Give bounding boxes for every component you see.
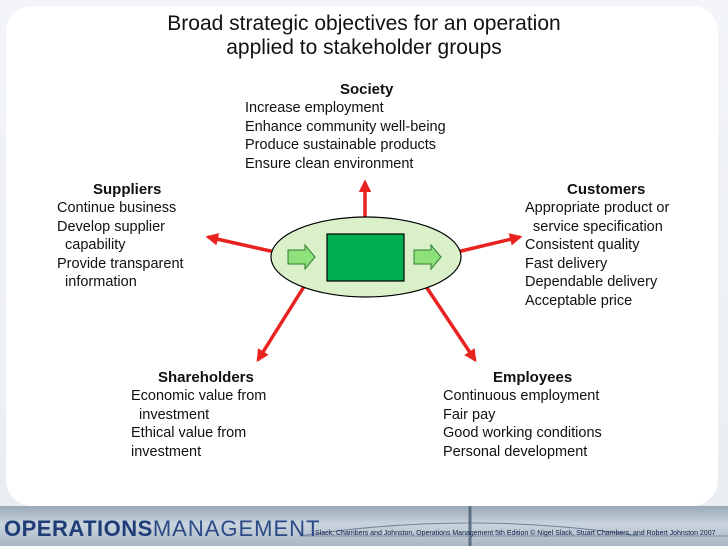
customers-group: Customers Appropriate product or service… <box>525 180 669 310</box>
suppliers-heading: Suppliers <box>57 180 184 199</box>
brand-part-1: OPERATIONS <box>4 516 153 541</box>
society-objective: Enhance community well-being <box>245 118 446 137</box>
brand-part-2: MANAGEMENT <box>153 516 321 541</box>
employees-group: Employees Continuous employment Fair pay… <box>443 368 602 461</box>
society-objective: Increase employment <box>245 99 446 118</box>
customers-objective: Consistent quality <box>525 236 669 255</box>
suppliers-objective: Continue business <box>57 199 184 218</box>
shareholders-objective: Ethical value from <box>131 424 266 443</box>
society-objective: Produce sustainable products <box>245 136 446 155</box>
employees-objective: Good working conditions <box>443 424 602 443</box>
copyright-credit: Slack, Chambers and Johnston, Operations… <box>315 530 716 537</box>
suppliers-objective: information <box>57 273 184 292</box>
shareholders-heading: Shareholders <box>131 368 266 387</box>
customers-objective: Fast delivery <box>525 255 669 274</box>
suppliers-group: Suppliers Continue business Develop supp… <box>57 180 184 292</box>
customers-objective: Dependable delivery <box>525 273 669 292</box>
customers-heading: Customers <box>525 180 669 199</box>
arrow-to-customers <box>457 237 520 252</box>
footer-bar: OPERATIONSMANAGEMENT Slack, Chambers and… <box>0 506 728 546</box>
employees-objective: Fair pay <box>443 406 602 425</box>
shareholders-objective: Economic value from <box>131 387 266 406</box>
customers-objective: service specification <box>525 218 669 237</box>
employees-objective: Personal development <box>443 443 602 462</box>
shareholders-objective: investment <box>131 443 266 462</box>
customers-objective: Appropriate product or <box>525 199 669 218</box>
brand-logo: OPERATIONSMANAGEMENT <box>4 516 321 542</box>
arrow-to-employees <box>425 285 475 360</box>
society-heading: Society <box>245 80 446 99</box>
suppliers-objective: capability <box>57 236 184 255</box>
employees-objective: Continuous employment <box>443 387 602 406</box>
suppliers-objective: Provide transparent <box>57 255 184 274</box>
customers-objective: Acceptable price <box>525 292 669 311</box>
society-objective: Ensure clean environment <box>245 155 446 174</box>
arrow-to-suppliers <box>208 237 275 252</box>
shareholders-objective: investment <box>131 406 266 425</box>
employees-heading: Employees <box>443 368 602 387</box>
shareholders-group: Shareholders Economic value from investm… <box>131 368 266 461</box>
operation-box <box>327 234 404 281</box>
society-group: Society Increase employment Enhance comm… <box>245 80 446 173</box>
suppliers-objective: Develop supplier <box>57 218 184 237</box>
arrow-to-shareholders <box>258 285 305 360</box>
